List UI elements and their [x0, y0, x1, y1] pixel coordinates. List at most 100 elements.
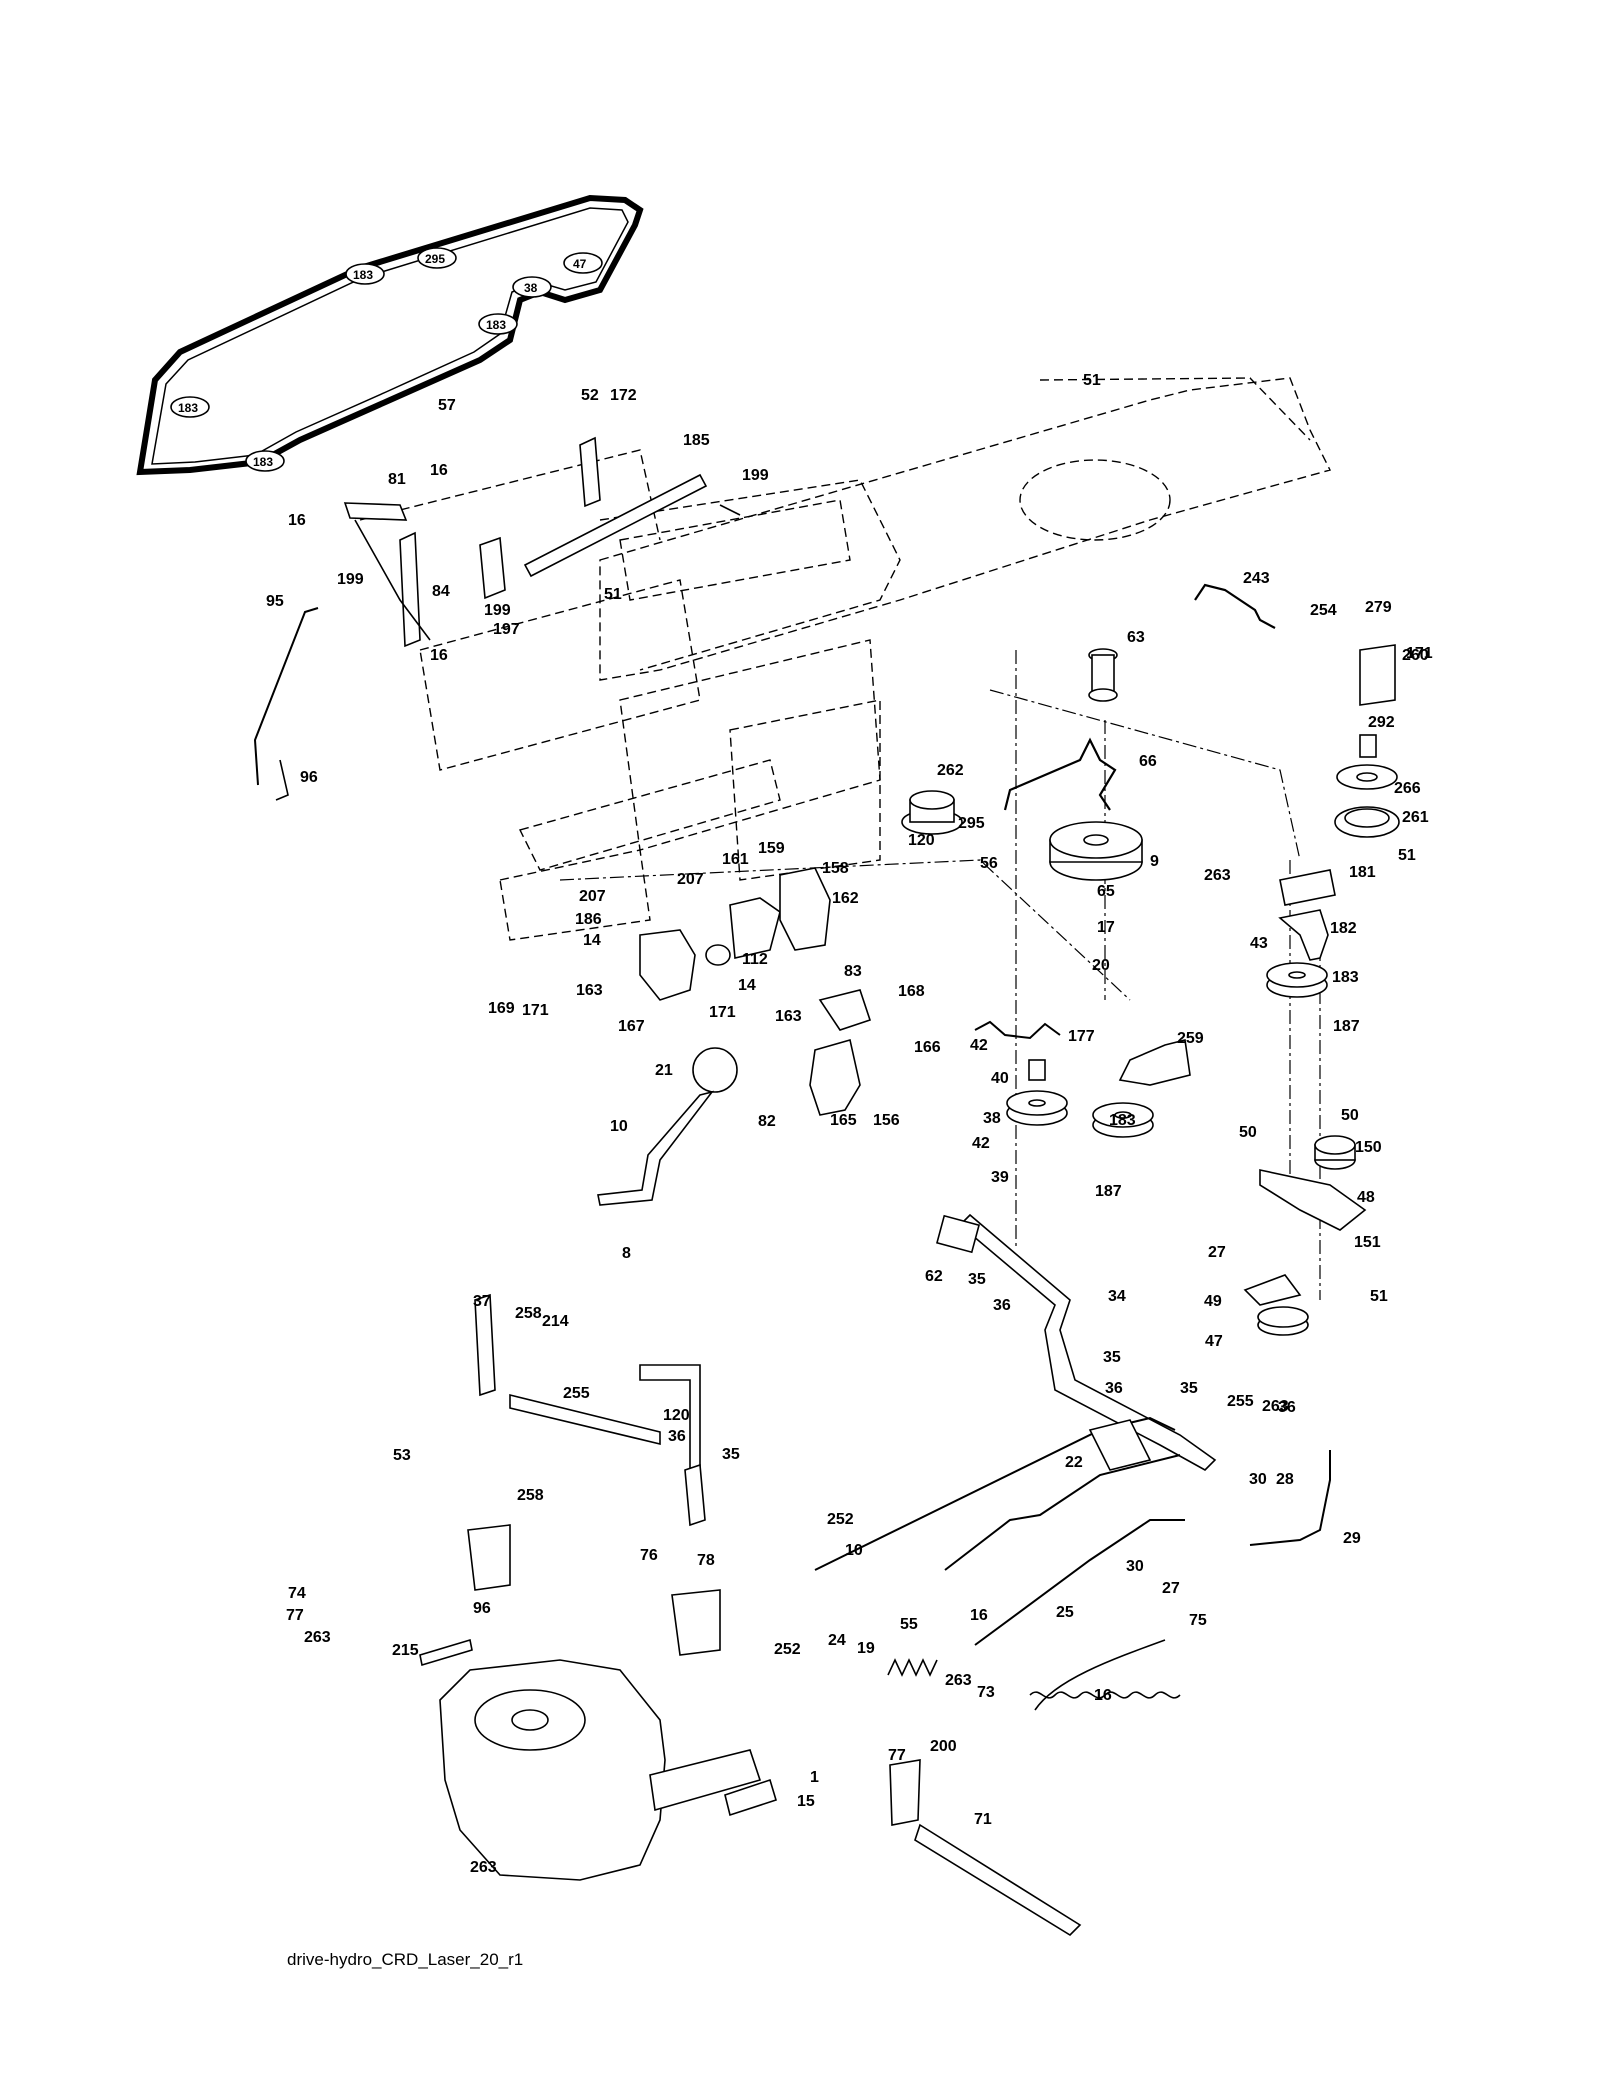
belt-tag: 47 — [573, 257, 587, 271]
part-callout: 177 — [1068, 1028, 1095, 1045]
part-callout: 36 — [1278, 1399, 1296, 1416]
link-bar-185 — [523, 473, 708, 578]
part-callout: 53 — [393, 1447, 411, 1464]
bracket-181 — [1279, 869, 1336, 906]
bracket-260 — [1359, 644, 1396, 706]
part-callout: 36 — [993, 1297, 1011, 1314]
part-callout: 28 — [1276, 1471, 1294, 1488]
pulley-tag-183c — [170, 396, 210, 418]
part-callout: 43 — [1250, 935, 1268, 952]
lower-linkage — [474, 1213, 1331, 1646]
part-callout: 16 — [430, 462, 448, 479]
upper-linkage — [343, 436, 741, 648]
part-callout: 199 — [742, 467, 769, 484]
part-callout: 156 — [873, 1112, 900, 1129]
arm-255c — [684, 1463, 706, 1527]
bracket-link — [479, 536, 506, 600]
rod-215 — [974, 1519, 1185, 1646]
part-callout: 56 — [980, 855, 998, 872]
part-callout: 65 — [1097, 883, 1115, 900]
part-callout: 187 — [1333, 1018, 1360, 1035]
part-callout: 49 — [1204, 1293, 1222, 1310]
part-callout: 14 — [738, 977, 756, 994]
rod-53 — [1249, 1450, 1331, 1546]
part-callout: 16 — [1094, 1687, 1112, 1704]
part-callout: 22 — [1065, 1454, 1083, 1471]
arm-255b — [474, 1293, 496, 1397]
diagram-caption: drive-hydro_CRD_Laser_20_r1 — [287, 1950, 524, 1969]
part-callout: 50 — [1341, 1107, 1359, 1124]
pulley-tag-47 — [563, 252, 603, 274]
part-callout: 171 — [709, 1004, 736, 1021]
bracket-158 — [779, 867, 831, 951]
bracket-259 — [1118, 1039, 1191, 1086]
part-callout: 84 — [432, 583, 450, 600]
belt-tag: 183 — [253, 455, 273, 469]
part-callout: 258 — [515, 1305, 542, 1322]
plate-71 — [914, 1823, 1082, 1937]
spring-55 — [1034, 1639, 1166, 1711]
part-callout: 199 — [484, 602, 511, 619]
part-callout: 260 — [1402, 647, 1429, 664]
part-callout: 74 — [288, 1585, 306, 1602]
part-callout: 51 — [1398, 847, 1416, 864]
part-callout: 55 — [900, 1616, 918, 1633]
bracket-83 — [818, 989, 872, 1031]
pulley-tag-183d — [245, 450, 285, 472]
part-callout: 165 — [830, 1112, 857, 1129]
part-callout: 158 — [822, 860, 849, 877]
part-callout: 161 — [722, 851, 749, 868]
part-callout: 48 — [1357, 1189, 1375, 1206]
part-callout: 162 — [832, 890, 859, 907]
part-callout: 112 — [742, 951, 768, 968]
part-callout: 35 — [1103, 1349, 1121, 1366]
part-callout: 51 — [1370, 1288, 1388, 1305]
part-callout: 207 — [677, 871, 704, 888]
part-callout: 38 — [983, 1110, 1001, 1127]
belt-tag: 183 — [486, 318, 506, 332]
part-callout: 51 — [604, 586, 622, 603]
part-callout: 182 — [1330, 920, 1357, 937]
drive-belt — [136, 194, 644, 476]
belt-tag: 183 — [353, 268, 373, 282]
bracket-49 — [1243, 1274, 1302, 1306]
rod-81 — [343, 502, 408, 521]
part-callout: 39 — [991, 1169, 1009, 1186]
part-callout: 215 — [392, 1642, 419, 1659]
part-callout: 14 — [583, 932, 601, 949]
part-callout: 35 — [1180, 1380, 1198, 1397]
part-callout: 263 — [470, 1859, 497, 1876]
bracket-30b — [671, 1589, 721, 1656]
bushing-207 — [705, 944, 731, 966]
part-callout: 151 — [1354, 1234, 1381, 1251]
part-callout: 197 — [493, 621, 520, 638]
part-callout: 187 — [1095, 1183, 1122, 1200]
part-callout: 261 — [1402, 809, 1429, 826]
part-callout: 75 — [1189, 1612, 1207, 1629]
part-callout: 262 — [937, 762, 964, 779]
part-callout: 83 — [844, 963, 862, 980]
rod-243 — [1194, 583, 1276, 629]
bracket-73 — [889, 1759, 921, 1826]
part-callout: 36 — [1105, 1380, 1123, 1397]
pulley-tag-295 — [417, 247, 457, 269]
part-callout: 171 — [522, 1002, 549, 1019]
part-callout: 30 — [1126, 1558, 1144, 1575]
part-callout: 255 — [563, 1385, 590, 1402]
bracket-172 — [579, 436, 601, 508]
part-callout: 168 — [898, 983, 925, 1000]
part-callout: 81 — [388, 471, 406, 488]
knob-21 — [692, 1047, 738, 1093]
part-callout: 214 — [542, 1313, 569, 1330]
part-callout: 254 — [1310, 602, 1337, 619]
part-callout: 57 — [438, 397, 456, 414]
center-brackets — [639, 867, 872, 1116]
bracket-159 — [729, 897, 781, 959]
part-callout: 35 — [722, 1446, 740, 1463]
part-callout: 25 — [1056, 1604, 1074, 1621]
part-callout: 63 — [1127, 629, 1145, 646]
part-callout: 279 — [1365, 599, 1392, 616]
pivot-28 — [1088, 1419, 1152, 1471]
bracket-182 — [1278, 909, 1329, 961]
